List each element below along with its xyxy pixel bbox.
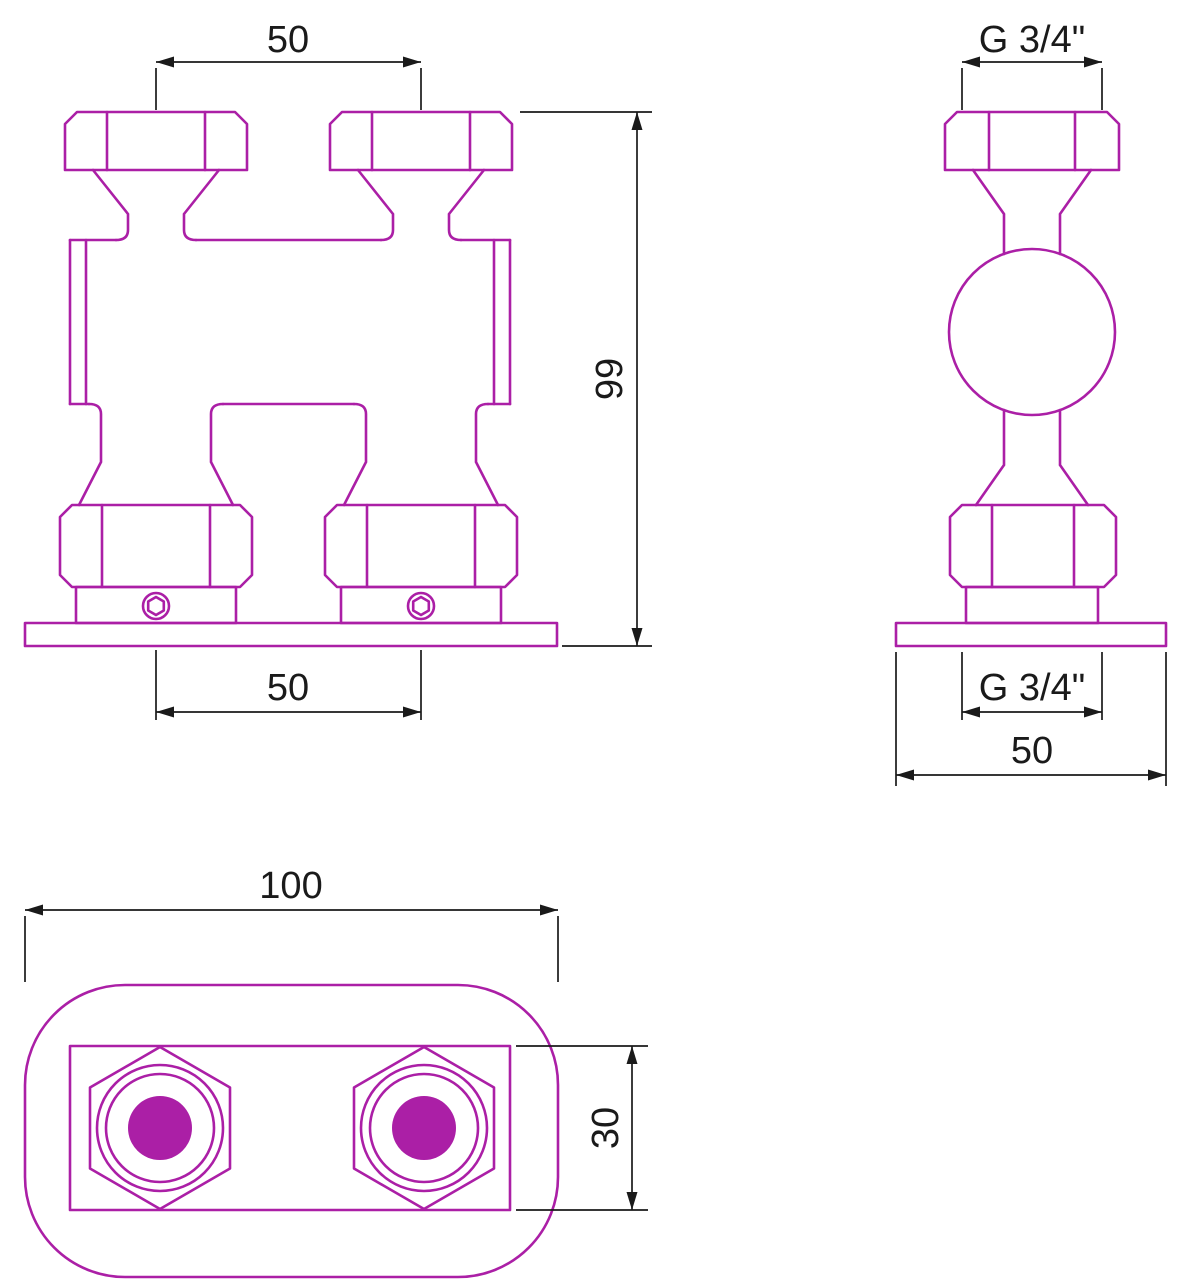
hex-facet-lines	[100, 503, 212, 589]
dim-arrow-right	[403, 706, 421, 718]
front-dim-height-label: 99	[589, 358, 631, 400]
nut-circle-inner-left	[104, 1072, 216, 1184]
neck-top	[971, 168, 1093, 256]
screw-right	[406, 591, 436, 621]
front-dim-height: 99	[520, 111, 652, 647]
dim-arrow-left	[962, 56, 980, 68]
neck-bottom	[974, 408, 1090, 507]
dim-arrow-right	[540, 904, 558, 916]
nut-circle-outer-left	[95, 1063, 225, 1193]
hex-facet-lines	[370, 110, 472, 172]
union-nut-top-left	[63, 110, 249, 172]
hex-nut-bottom	[948, 503, 1118, 589]
side-dim-base-width-label: 50	[1011, 730, 1053, 772]
side-dim-thread-top: G 3/4"	[961, 19, 1103, 110]
bottom-dim-height: 30	[516, 1045, 648, 1211]
side-view: G 3/4" G 3/4"	[894, 19, 1168, 786]
front-dim-bottom-width: 50	[155, 650, 422, 720]
union-nut-top	[943, 110, 1121, 172]
dim-arrow-up	[626, 1046, 638, 1064]
mounting-plate	[23, 621, 559, 648]
hex-nut-axial-right	[352, 1045, 496, 1211]
nut-circle-outer-right	[359, 1063, 489, 1193]
neck-bottom-left	[77, 402, 235, 507]
side-dim-thread-top-label: G 3/4"	[979, 19, 1085, 61]
valve-ball-body	[947, 247, 1117, 417]
bottom-part	[23, 983, 560, 1279]
hex-facet-lines	[990, 503, 1076, 589]
hex-facet-lines	[105, 110, 207, 172]
neck-top-left	[91, 168, 221, 242]
pipe-bore-right	[392, 1096, 456, 1160]
dim-arrow-left	[896, 769, 914, 781]
body-end-lines	[68, 238, 512, 406]
screw-hex-right	[411, 595, 431, 617]
dim-arrow-left	[156, 706, 174, 718]
side-dim-thread-bottom: G 3/4"	[961, 652, 1103, 720]
bracket-body	[68, 1044, 512, 1212]
side-part	[894, 110, 1168, 648]
dim-arrow-down	[626, 1192, 638, 1210]
bottom-dim-width: 100	[24, 865, 559, 982]
dim-arrow-right	[1084, 56, 1102, 68]
dim-arrow-up	[631, 112, 643, 130]
dim-arrow-down	[631, 628, 643, 646]
collar	[964, 585, 1100, 625]
bottom-view: 100 30	[23, 865, 648, 1279]
front-view: 50	[23, 19, 652, 720]
dim-arrow-left	[25, 904, 43, 916]
bottom-dim-height-label: 30	[585, 1107, 627, 1149]
side-dim-thread-bottom-label: G 3/4"	[979, 667, 1085, 709]
front-part	[23, 110, 559, 648]
front-dim-top-width: 50	[155, 19, 422, 110]
union-nut-top-right	[328, 110, 514, 172]
mounting-plate	[894, 621, 1168, 648]
dim-arrow-right	[403, 56, 421, 68]
neck-top-right	[356, 168, 486, 242]
screw-hex-left	[146, 595, 166, 617]
screw-left	[141, 591, 171, 621]
nut-circle-inner-right	[368, 1072, 480, 1184]
dim-arrow-left	[156, 56, 174, 68]
neck-bottom-right	[342, 402, 500, 507]
hex-facet-lines	[365, 503, 477, 589]
dim-arrow-right	[1084, 706, 1102, 718]
bottom-dim-width-label: 100	[259, 865, 322, 907]
hex-nut-bottom-left	[58, 503, 254, 589]
dim-arrow-left	[962, 706, 980, 718]
dim-arrow-right	[1148, 769, 1166, 781]
front-dim-bottom-width-label: 50	[267, 667, 309, 709]
pipe-bore-left	[128, 1096, 192, 1160]
base-plate-outline	[23, 983, 560, 1279]
front-dim-top-width-label: 50	[267, 19, 309, 61]
hex-nut-bottom-right	[323, 503, 519, 589]
side-dim-base-width: 50	[895, 652, 1167, 786]
hex-nut-axial-left	[88, 1045, 232, 1211]
hex-facet-lines	[987, 110, 1077, 172]
